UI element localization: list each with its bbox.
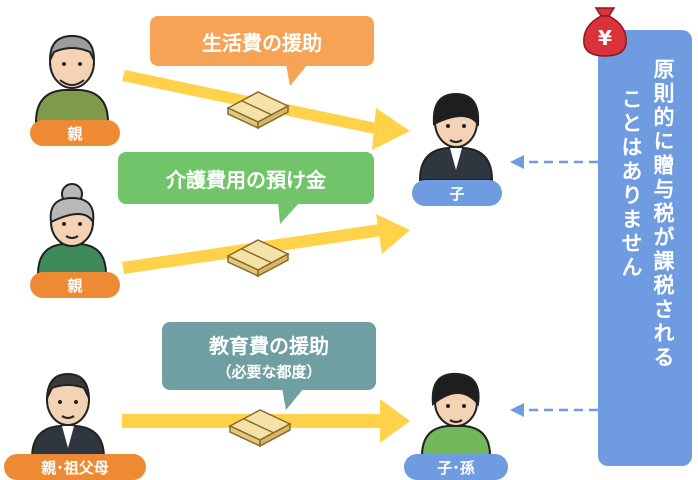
receiver-badge-grandchild: 子･孫 [404, 454, 508, 480]
money-stack-icon [226, 91, 290, 130]
bubble-care-deposit: 介護費用の預け金 [118, 152, 374, 204]
bubble-title: 介護費用の預け金 [166, 167, 326, 192]
bubble-title: 生活費の援助 [202, 30, 322, 55]
giver-badge-parent: 親 [30, 272, 120, 298]
tax-note-line1: 原則的に贈与税が課税される [651, 58, 675, 370]
dashed-arrow-2 [510, 403, 598, 417]
tax-note-panel: 原則的に贈与税が課税される ことはありません [598, 30, 692, 466]
money-bag-icon: ¥ [583, 7, 627, 57]
money-stack-icon [228, 409, 292, 448]
bubble-living-expenses: 生活費の援助 [150, 16, 374, 66]
elderly-woman-icon [36, 183, 108, 275]
adult-child-icon [418, 92, 494, 181]
receiver-label: 子 [449, 184, 465, 203]
giver-label: 親 [67, 124, 83, 143]
currency-symbol: ¥ [598, 26, 612, 50]
receiver-badge-child: 子 [412, 180, 502, 206]
bubble-title: 教育費の援助 [209, 334, 329, 358]
tax-note-line2: ことはありません [619, 88, 643, 280]
receiver-label: 子･孫 [437, 458, 475, 477]
bubble-tail [286, 64, 308, 86]
grandparent-man-icon [30, 372, 106, 459]
bubble-tail [278, 202, 300, 224]
money-stack-icon [226, 239, 290, 278]
bubble-education: 教育費の援助 （必要な都度） [162, 322, 376, 390]
giver-badge-grandparent: 親･祖父母 [4, 454, 146, 480]
dashed-arrow-1 [510, 155, 598, 169]
giver-label: 親･祖父母 [41, 458, 109, 477]
grandchild-icon [420, 372, 492, 457]
giver-label: 親 [67, 276, 83, 295]
bubble-tail [282, 388, 304, 410]
giver-badge-parent: 親 [30, 120, 120, 146]
elderly-man-icon [34, 34, 110, 123]
bubble-subtitle: （必要な都度） [216, 363, 322, 381]
